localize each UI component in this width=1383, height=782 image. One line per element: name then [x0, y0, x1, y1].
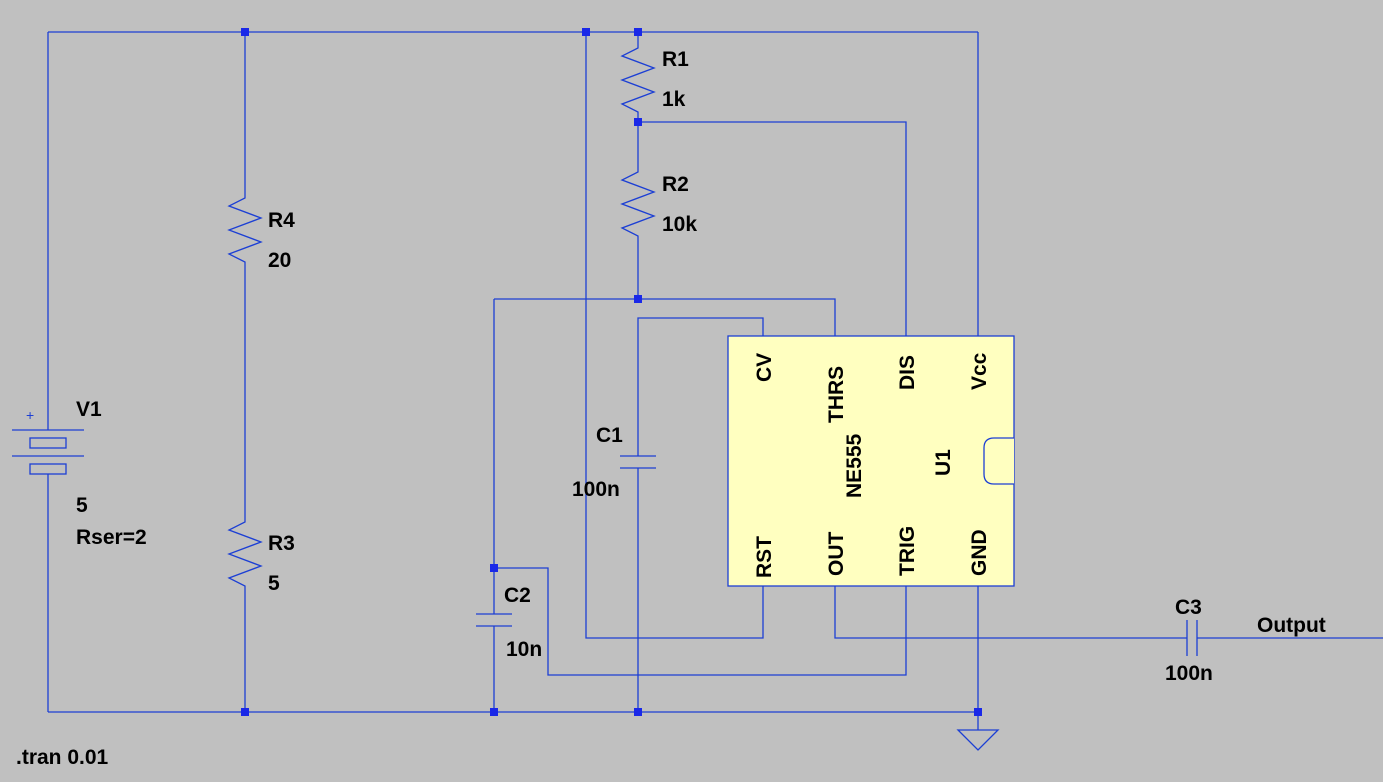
v1-value: 5 — [76, 494, 88, 517]
r4-value: 20 — [268, 249, 291, 272]
pin-dis-label: DIS — [896, 355, 919, 390]
resistor-r4[interactable] — [227, 182, 263, 298]
c2-value: 10n — [506, 638, 542, 661]
v1-name: V1 — [76, 398, 102, 421]
junction-dot — [634, 28, 642, 36]
capacitor-c3[interactable] — [1186, 620, 1198, 656]
junction-dot — [974, 708, 982, 716]
ic-name-label: U1 — [932, 449, 955, 476]
ic-notch — [983, 437, 1014, 485]
v1-plus-sign: + — [26, 407, 34, 423]
tran-directive[interactable]: .tran 0.01 — [16, 746, 109, 769]
c1-name: C1 — [596, 424, 623, 447]
capacitor-c2[interactable] — [476, 613, 512, 627]
wire-trig[interactable] — [494, 567, 907, 676]
r3-name: R3 — [268, 532, 295, 555]
resistor-r2[interactable] — [620, 165, 656, 240]
r3-value: 5 — [268, 572, 280, 595]
resistor-r1[interactable] — [620, 40, 656, 122]
c3-name: C3 — [1175, 596, 1202, 619]
wire-output[interactable] — [834, 586, 1383, 639]
r4-name: R4 — [268, 209, 295, 232]
pin-vcc-label: Vcc — [968, 352, 991, 390]
battery-v1[interactable] — [12, 429, 84, 475]
r1-value: 1k — [662, 88, 686, 111]
junction-dot — [490, 708, 498, 716]
junction-dot — [634, 295, 642, 303]
pin-gnd-label: GND — [968, 529, 991, 576]
pin-rst-label: RST — [753, 536, 776, 578]
pin-thrs-label: THRS — [825, 366, 848, 423]
junction-dot — [490, 564, 498, 572]
c3-value: 100n — [1165, 662, 1213, 685]
pin-cv-label: CV — [753, 353, 776, 382]
capacitor-c1[interactable] — [620, 455, 656, 469]
c1-value: 100n — [572, 478, 620, 501]
ground-symbol[interactable] — [956, 729, 1000, 751]
junction-dot — [634, 708, 642, 716]
wire-rst[interactable] — [585, 32, 764, 639]
r1-name: R1 — [662, 48, 689, 71]
output-net-label: Output — [1257, 614, 1326, 637]
v1-param: Rser=2 — [76, 526, 147, 549]
junctions — [241, 28, 982, 716]
r2-value: 10k — [662, 213, 697, 236]
wires — [47, 31, 1383, 730]
pin-trig-label: TRIG — [896, 526, 919, 576]
junction-dot — [634, 118, 642, 126]
r2-name: R2 — [662, 173, 689, 196]
junction-dot — [582, 28, 590, 36]
c2-name: C2 — [504, 584, 531, 607]
wire-c1-cv[interactable] — [637, 317, 764, 712]
ic-part-label: NE555 — [843, 433, 866, 498]
resistor-r3[interactable] — [227, 502, 263, 618]
pin-out-label: OUT — [825, 532, 848, 577]
junction-dot — [241, 708, 249, 716]
ic-u1-body[interactable] — [727, 335, 1015, 587]
junction-dot — [241, 28, 249, 36]
wire-thrs[interactable] — [494, 298, 836, 336]
wire-dis[interactable] — [638, 121, 907, 336]
